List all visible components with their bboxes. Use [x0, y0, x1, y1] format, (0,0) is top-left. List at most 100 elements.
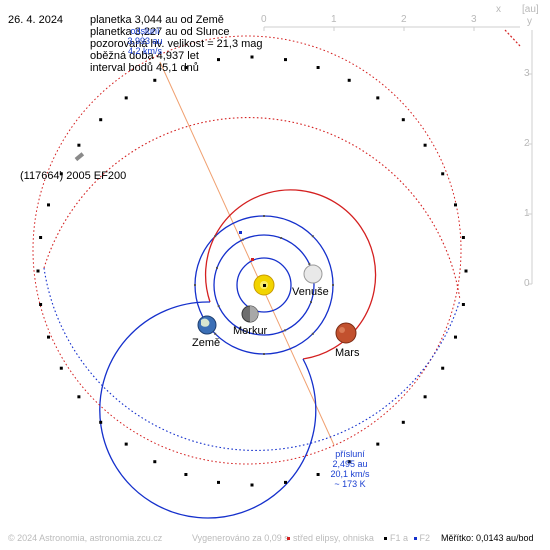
mercury-orbit [236, 257, 292, 313]
orbit-point [245, 331, 248, 333]
aphelion-label: odsluní 3,993 au 4,2 km/s [118, 26, 172, 56]
orbit-point [310, 301, 312, 304]
orbit-point [250, 55, 254, 59]
orbit-point [347, 460, 351, 464]
mars-orbit-near [204, 189, 377, 360]
orbit-point [99, 420, 103, 424]
orbit-point [311, 332, 314, 335]
orbit-point [376, 96, 380, 100]
footer-legend-f1-text: F1 a [390, 533, 409, 543]
aphelion-speed: 4,2 km/s [127, 46, 162, 56]
orbit-point [441, 172, 445, 176]
earth-label: Země [192, 337, 221, 349]
axis-unit: [au] [522, 4, 539, 15]
orbit-point [47, 335, 50, 339]
orbit-point [423, 395, 427, 399]
orbit-point [316, 473, 320, 476]
orbit-point [216, 266, 218, 269]
y-tick-0: 0 [524, 278, 530, 289]
orbit-point [36, 269, 40, 273]
x-tick-0: 0 [261, 14, 267, 25]
y-tick-3: 3 [524, 68, 530, 79]
orbit-point [39, 303, 43, 306]
info-period: oběžná doba 4,937 let [90, 50, 199, 62]
orbit-point [59, 366, 63, 370]
footer-copyright[interactable]: © 2024 Astronomia, astronomia.zcu.cz [8, 533, 163, 543]
orbit-point [284, 58, 287, 62]
orbit-point [401, 118, 405, 122]
perihelion-title: přísluní [335, 449, 365, 459]
orbit-point [454, 335, 457, 339]
x-tick-2: 2 [401, 14, 407, 25]
orbit-point [153, 460, 157, 464]
orbit-point [124, 96, 128, 100]
orbit-point [214, 332, 217, 335]
orbit-point [280, 237, 283, 239]
axis-x-label: x [496, 4, 501, 15]
orbit-point [308, 262, 311, 265]
footer-legend-center-text: střed elipsy, ohniska [293, 533, 374, 543]
orbit-point [284, 480, 287, 484]
info-magnitude: pozorovaná hv. velikost = 21,3 mag [90, 38, 263, 50]
orbit-point [316, 66, 320, 69]
asteroid-orbit-near-half [43, 117, 461, 301]
orbit-point [59, 172, 63, 176]
mercury-label: Merkur [233, 325, 268, 337]
orbit-point [311, 235, 314, 238]
info-distance-earth: planetka 3,044 au od Země [90, 14, 224, 26]
orbit-point [401, 420, 405, 424]
orbit-point [263, 215, 265, 217]
mars-orbit-far [99, 301, 317, 519]
y-tick-2: 2 [524, 138, 530, 149]
orbit-point [250, 483, 254, 487]
orbit-point [184, 66, 188, 69]
y-tick-1: 1 [524, 208, 530, 219]
orbit-point [217, 480, 220, 484]
mars-icon [335, 322, 357, 344]
info-panel: planetka 3,044 au od Země planetka 3,227… [90, 14, 263, 74]
orbit-point [332, 284, 334, 286]
center-marker-icon [287, 537, 290, 541]
footer-legend-f2-text: F2 [419, 533, 431, 543]
orbit-point [284, 329, 287, 332]
mars-label: Mars [335, 347, 360, 359]
orbit-point [461, 303, 465, 306]
venus-label: Venuše [292, 286, 329, 298]
f1-marker-icon [384, 537, 387, 541]
orbit-point [461, 236, 465, 239]
footer-legend-foci: F1 a F2 [384, 533, 430, 543]
f2-marker-icon [413, 537, 417, 541]
footer-scale: Měřítko: 0,0143 au/bod [441, 533, 534, 543]
focus-f2-marker [239, 231, 242, 234]
orbit-point [77, 395, 81, 399]
orbit-point [77, 143, 81, 147]
aphelion-title: odsluní [130, 26, 160, 36]
orbit-point [376, 442, 380, 446]
orbit-point [454, 203, 457, 207]
orbit-point [214, 235, 217, 238]
asteroid-icon [74, 152, 85, 162]
x-tick-1: 1 [331, 14, 337, 25]
orbit-point [47, 203, 50, 207]
asteroid-orbit [32, 35, 462, 465]
orbit-point [184, 473, 188, 476]
perihelion-label: přísluní 2,495 au 20,1 km/s ~ 173 K [320, 449, 380, 489]
y-axis [528, 30, 533, 285]
perihelion-temp: ~ 173 K [334, 479, 366, 489]
orbit-point [241, 238, 244, 241]
orbit-point [217, 58, 220, 62]
orbit-point [464, 269, 468, 273]
orbit-point [347, 78, 351, 82]
orbit-point [153, 78, 157, 82]
ellipse-center-marker [251, 258, 254, 261]
venus-orbit [213, 234, 315, 336]
info-interval: interval bodů 45,1 dnů [90, 62, 199, 74]
asteroid-name: (117664) 2005 EF200 [20, 170, 127, 182]
orbit-point [194, 284, 196, 286]
asteroid-orbit-tail [504, 29, 521, 47]
info-distance-sun: planetka 3,227 au od Slunce [90, 26, 230, 38]
footer-legend-center: střed elipsy, ohniska [287, 533, 374, 543]
x-tick-3: 3 [471, 14, 477, 25]
orbit-point [99, 118, 103, 122]
